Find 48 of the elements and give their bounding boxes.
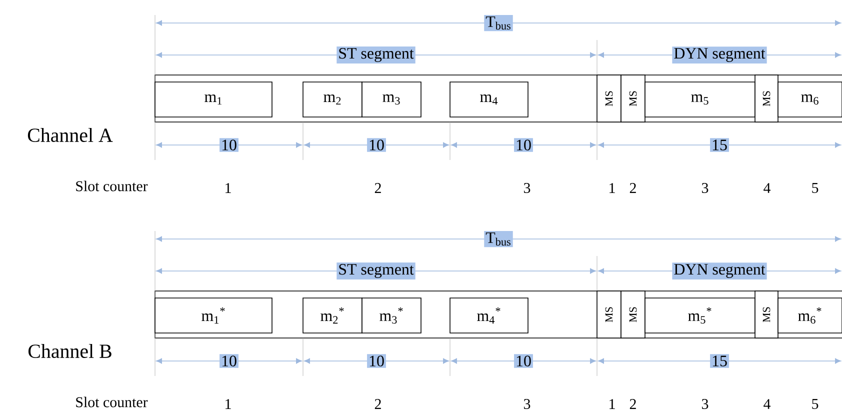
slot-number: 2 [374,399,381,409]
message-box: m$_{2}$ [302,82,362,118]
message-box: m$_{4}$ [450,82,528,118]
slot-box: MS [596,74,622,122]
row-label: Slot counter [76,180,148,192]
slot-number: 4 [764,183,770,193]
slot-number: 1 [610,183,615,193]
slot-box: MS [754,74,778,122]
slot-number: 1 [226,399,231,409]
slot-number: 5 [812,183,818,193]
dimension-label: 10 [514,354,533,368]
dimension-label: 10 [220,354,238,368]
channel-label: Channel B [28,344,112,358]
slot-number: 2 [630,399,636,409]
dimension-label: ST segment [336,46,416,64]
slot-number: 1 [610,399,615,409]
dimension-label: 10 [514,138,533,152]
slot-number: 4 [764,399,770,409]
dimension-label: DYN segment [672,262,767,280]
message-box: m$_{4}$* [450,298,528,334]
slot-box: MS [620,290,646,338]
channel-label: Channel A [28,128,113,142]
slot-box: MS [620,74,646,122]
message-box: m$_{3}$* [362,298,422,334]
dimension-label: DYN segment [672,46,767,64]
slot-box: MS [596,290,622,338]
dimension-label: 10 [367,138,386,152]
dimension-label: T$_{bus}$ [484,14,513,32]
slot-number: 3 [524,183,530,194]
message-box: m$_{2}$* [302,298,362,334]
dimension-label: 15 [710,138,729,152]
slot-box: MS [754,290,778,338]
slot-number: 5 [812,399,818,409]
slot-number: 3 [702,183,708,194]
message-box: m$_{1}$ [154,82,272,118]
slot-number: 2 [630,183,636,193]
dimension-label: T$_{bus}$ [484,230,513,248]
message-box: m$_{3}$ [362,82,422,118]
dimension-label: ST segment [336,262,416,280]
dimension-label: 10 [367,354,386,368]
dimension-label: 10 [220,138,238,152]
slot-number: 1 [226,183,231,193]
message-box: m$_{1}$* [154,298,272,334]
row-label: Slot counter [76,396,148,408]
slot-number: 3 [702,399,708,410]
slot-number: 2 [374,183,381,193]
slot-number: 3 [524,399,530,410]
dimension-label: 15 [710,354,729,368]
